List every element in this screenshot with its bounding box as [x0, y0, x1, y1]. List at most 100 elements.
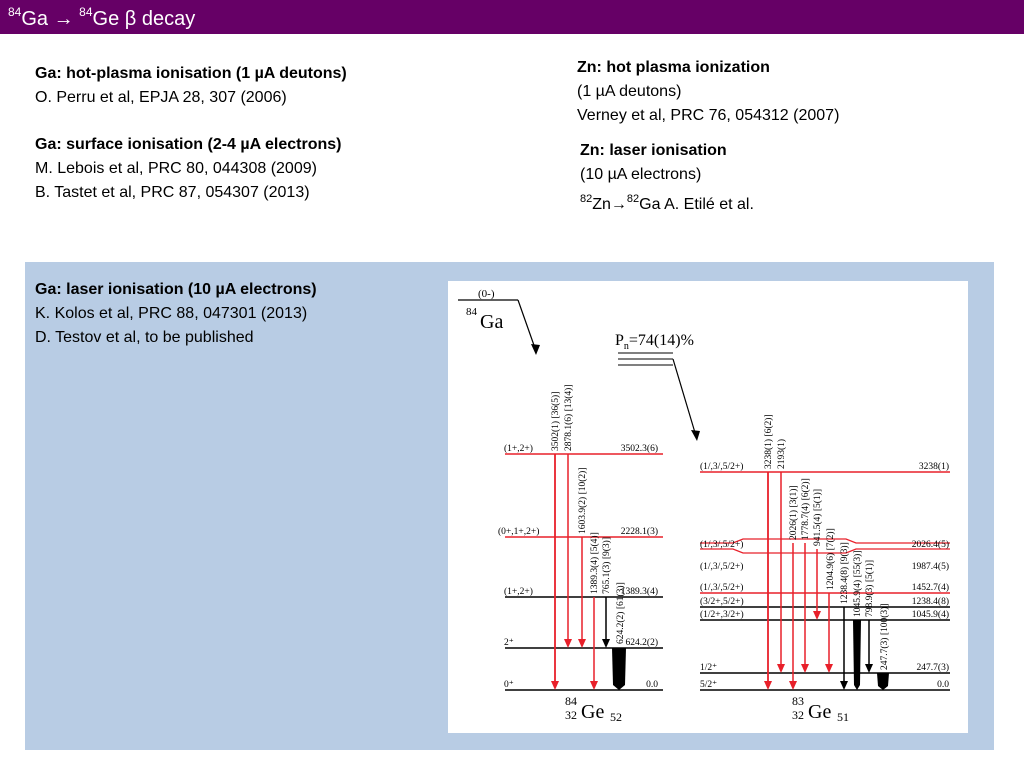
ref-ga-surface: Ga: surface ionisation (2-4 µA electrons… [35, 133, 341, 205]
svg-text:32: 32 [792, 708, 804, 722]
level-spin: (0+,1+,2+) [498, 526, 539, 537]
level-scheme-figure: (0-) 84 Ga Pn=74(14)% (1+,2+) 3502.3(6) … [448, 281, 968, 733]
ref-ga-hotplasma: Ga: hot-plasma ionisation (1 µA deutons)… [35, 62, 347, 110]
gamma-label: 247.7(3) [100(3)] [879, 604, 890, 670]
gamma-label: 1238.4(8) [9(3)] [839, 542, 850, 604]
svg-text:52: 52 [610, 710, 622, 724]
level-spin: (3/2+,5/2+) [700, 596, 744, 607]
gamma-label: 765.1(3) [9(3)] [601, 537, 612, 594]
level-spin: (1/,3/,5/2+) [700, 561, 743, 572]
ref-heading: Zn: laser ionisation [580, 142, 727, 159]
level-energy: 0.0 [937, 680, 949, 690]
level-energy: 247.7(3) [917, 662, 949, 673]
arrowhead-icon [865, 664, 873, 673]
level-energy: 1987.4(5) [912, 561, 949, 572]
gamma-label: 1045.9(4) [55(3)] [852, 551, 863, 617]
level-energy: 2026.4(5) [912, 539, 949, 550]
ref-citation: D. Testov et al, to be published [35, 329, 254, 346]
ge84-label: 84 32 Ge 52 [565, 694, 622, 724]
ge83-levels: (1/,3/,5/2+) 3238(1) (1/,3/,5/2+) 2026.4… [700, 461, 950, 691]
level-energy: 3238(1) [919, 461, 949, 472]
level-spin: (1/,3/,5/2+) [700, 539, 743, 550]
arrowhead-icon [789, 681, 797, 690]
svg-text:51: 51 [837, 710, 849, 724]
ref-citation: (10 µA electrons) [580, 166, 702, 183]
decay-arrow-ge84 [517, 299, 537, 352]
ref-heading: Ga: laser ionisation (10 µA electrons) [35, 281, 317, 298]
svg-text:83: 83 [792, 694, 804, 708]
level-spin: 1/2⁺ [700, 663, 717, 673]
ref-citation: B. Tastet et al, PRC 87, 054307 (2013) [35, 184, 310, 201]
gamma-label: 798.9(3) [5(1)] [864, 560, 875, 617]
gamma-label: 2193(1) [776, 439, 787, 469]
level-spin: 2⁺ [504, 638, 514, 648]
parent-spin: (0-) [478, 288, 495, 300]
arrowhead-icon [801, 664, 809, 673]
ref-citation: O. Perru et al, EPJA 28, 307 (2006) [35, 89, 287, 106]
gamma-label: 3502(1) [36(5)] [550, 392, 561, 451]
decay-arrow-ge83 [672, 358, 697, 437]
gamma-label: 3238(1) [6(2)] [763, 414, 774, 469]
level-energy: 3502.3(6) [621, 443, 658, 454]
slide-title: 84Ga → 84Ge β decay [8, 5, 196, 30]
ge83-gammas: 3238(1) [6(2)] 2193(1) 2026(1) [3(1)] 17… [763, 414, 890, 690]
arrowhead-icon [825, 664, 833, 673]
svg-text:Ge: Ge [808, 701, 831, 723]
gamma-arrow-wide [612, 648, 626, 690]
arrowhead-icon [777, 664, 785, 673]
svg-text:32: 32 [565, 708, 577, 722]
level-energy: 1389.3(4) [621, 586, 658, 597]
ref-citation: M. Lebois et al, PRC 80, 044308 (2009) [35, 160, 317, 177]
arrowhead-icon [578, 639, 586, 648]
level-spin: (1/2+,3/2+) [700, 609, 744, 620]
pn-label: Pn=74(14)% [615, 332, 700, 441]
level-energy: 1452.7(4) [912, 582, 949, 593]
level-spin: 0⁺ [504, 680, 514, 690]
parent-symbol: Ga [480, 311, 503, 333]
title-bar: 84Ga → 84Ge β decay [0, 0, 1024, 34]
level-energy: 2228.1(3) [621, 526, 658, 537]
svg-text:Ge: Ge [581, 701, 604, 723]
gamma-label: 941.5(4) [5(1)] [812, 489, 823, 546]
arrowhead-icon [813, 611, 821, 620]
arrowhead-icon [840, 681, 848, 690]
level-spin: 5/2⁺ [700, 680, 717, 690]
level-spin: (1+,2+) [504, 586, 533, 597]
gamma-label: 1778.7(4) [6(2)] [800, 478, 811, 540]
parent-nucleus: (0-) 84 Ga [458, 288, 540, 355]
ref-citation: K. Kolos et al, PRC 88, 047301 (2013) [35, 305, 308, 322]
gamma-arrow-wide [877, 673, 889, 690]
parent-mass: 84 [466, 306, 478, 318]
gamma-label: 2878.1(6) [13(4)] [563, 385, 574, 451]
ge84-gammas: 3502(1) [36(5)] 2878.1(6) [13(4)] 1603.9… [550, 385, 626, 690]
arrowhead-icon [764, 681, 772, 690]
ref-citation: (1 µA deutons) [577, 83, 682, 100]
gamma-arrow-wide [853, 620, 861, 690]
ref-heading: Zn: hot plasma ionization [577, 59, 770, 76]
level-energy: 1238.4(8) [912, 596, 949, 607]
gamma-label: 1389.3(4) [5(4)] [589, 532, 600, 594]
ref-citation: Verney et al, PRC 76, 054312 (2007) [577, 107, 840, 124]
level-spin: (1/,3/,5/2+) [700, 582, 743, 593]
gamma-label: 1204.9(6) [7(2)] [825, 528, 836, 590]
ge84-levels: (1+,2+) 3502.3(6) (0+,1+,2+) 2228.1(3) (… [498, 443, 663, 691]
arrowhead-icon [691, 430, 700, 441]
ref-zn-plasma: Zn: hot plasma ionization (1 µA deutons)… [577, 56, 839, 128]
svg-text:Pn=74(14)%: Pn=74(14)% [615, 332, 694, 352]
ref-citation: 82Zn→82Ga A. Etilé et al. [580, 193, 754, 213]
level-spin: (1+,2+) [504, 443, 533, 454]
level-energy: 1045.9(4) [912, 609, 949, 620]
arrowhead-icon [531, 344, 540, 355]
gamma-label: 624.2(2) [61(3)] [615, 582, 626, 644]
arrowhead-icon [602, 639, 610, 648]
ref-ga-laser: Ga: laser ionisation (10 µA electrons) K… [35, 278, 317, 350]
level-energy: 0.0 [646, 680, 658, 690]
ref-heading: Ga: hot-plasma ionisation (1 µA deutons) [35, 65, 347, 82]
level-spin: (1/,3/,5/2+) [700, 461, 743, 472]
ref-zn-laser: Zn: laser ionisation (10 µA electrons) 8… [580, 139, 754, 217]
gamma-label: 2026(1) [3(1)] [788, 485, 799, 540]
ref-heading: Ga: surface ionisation (2-4 µA electrons… [35, 136, 342, 153]
arrowhead-icon [551, 681, 559, 690]
gamma-label: 1603.9(2) [10(2)] [577, 468, 588, 534]
svg-text:84: 84 [565, 694, 577, 708]
